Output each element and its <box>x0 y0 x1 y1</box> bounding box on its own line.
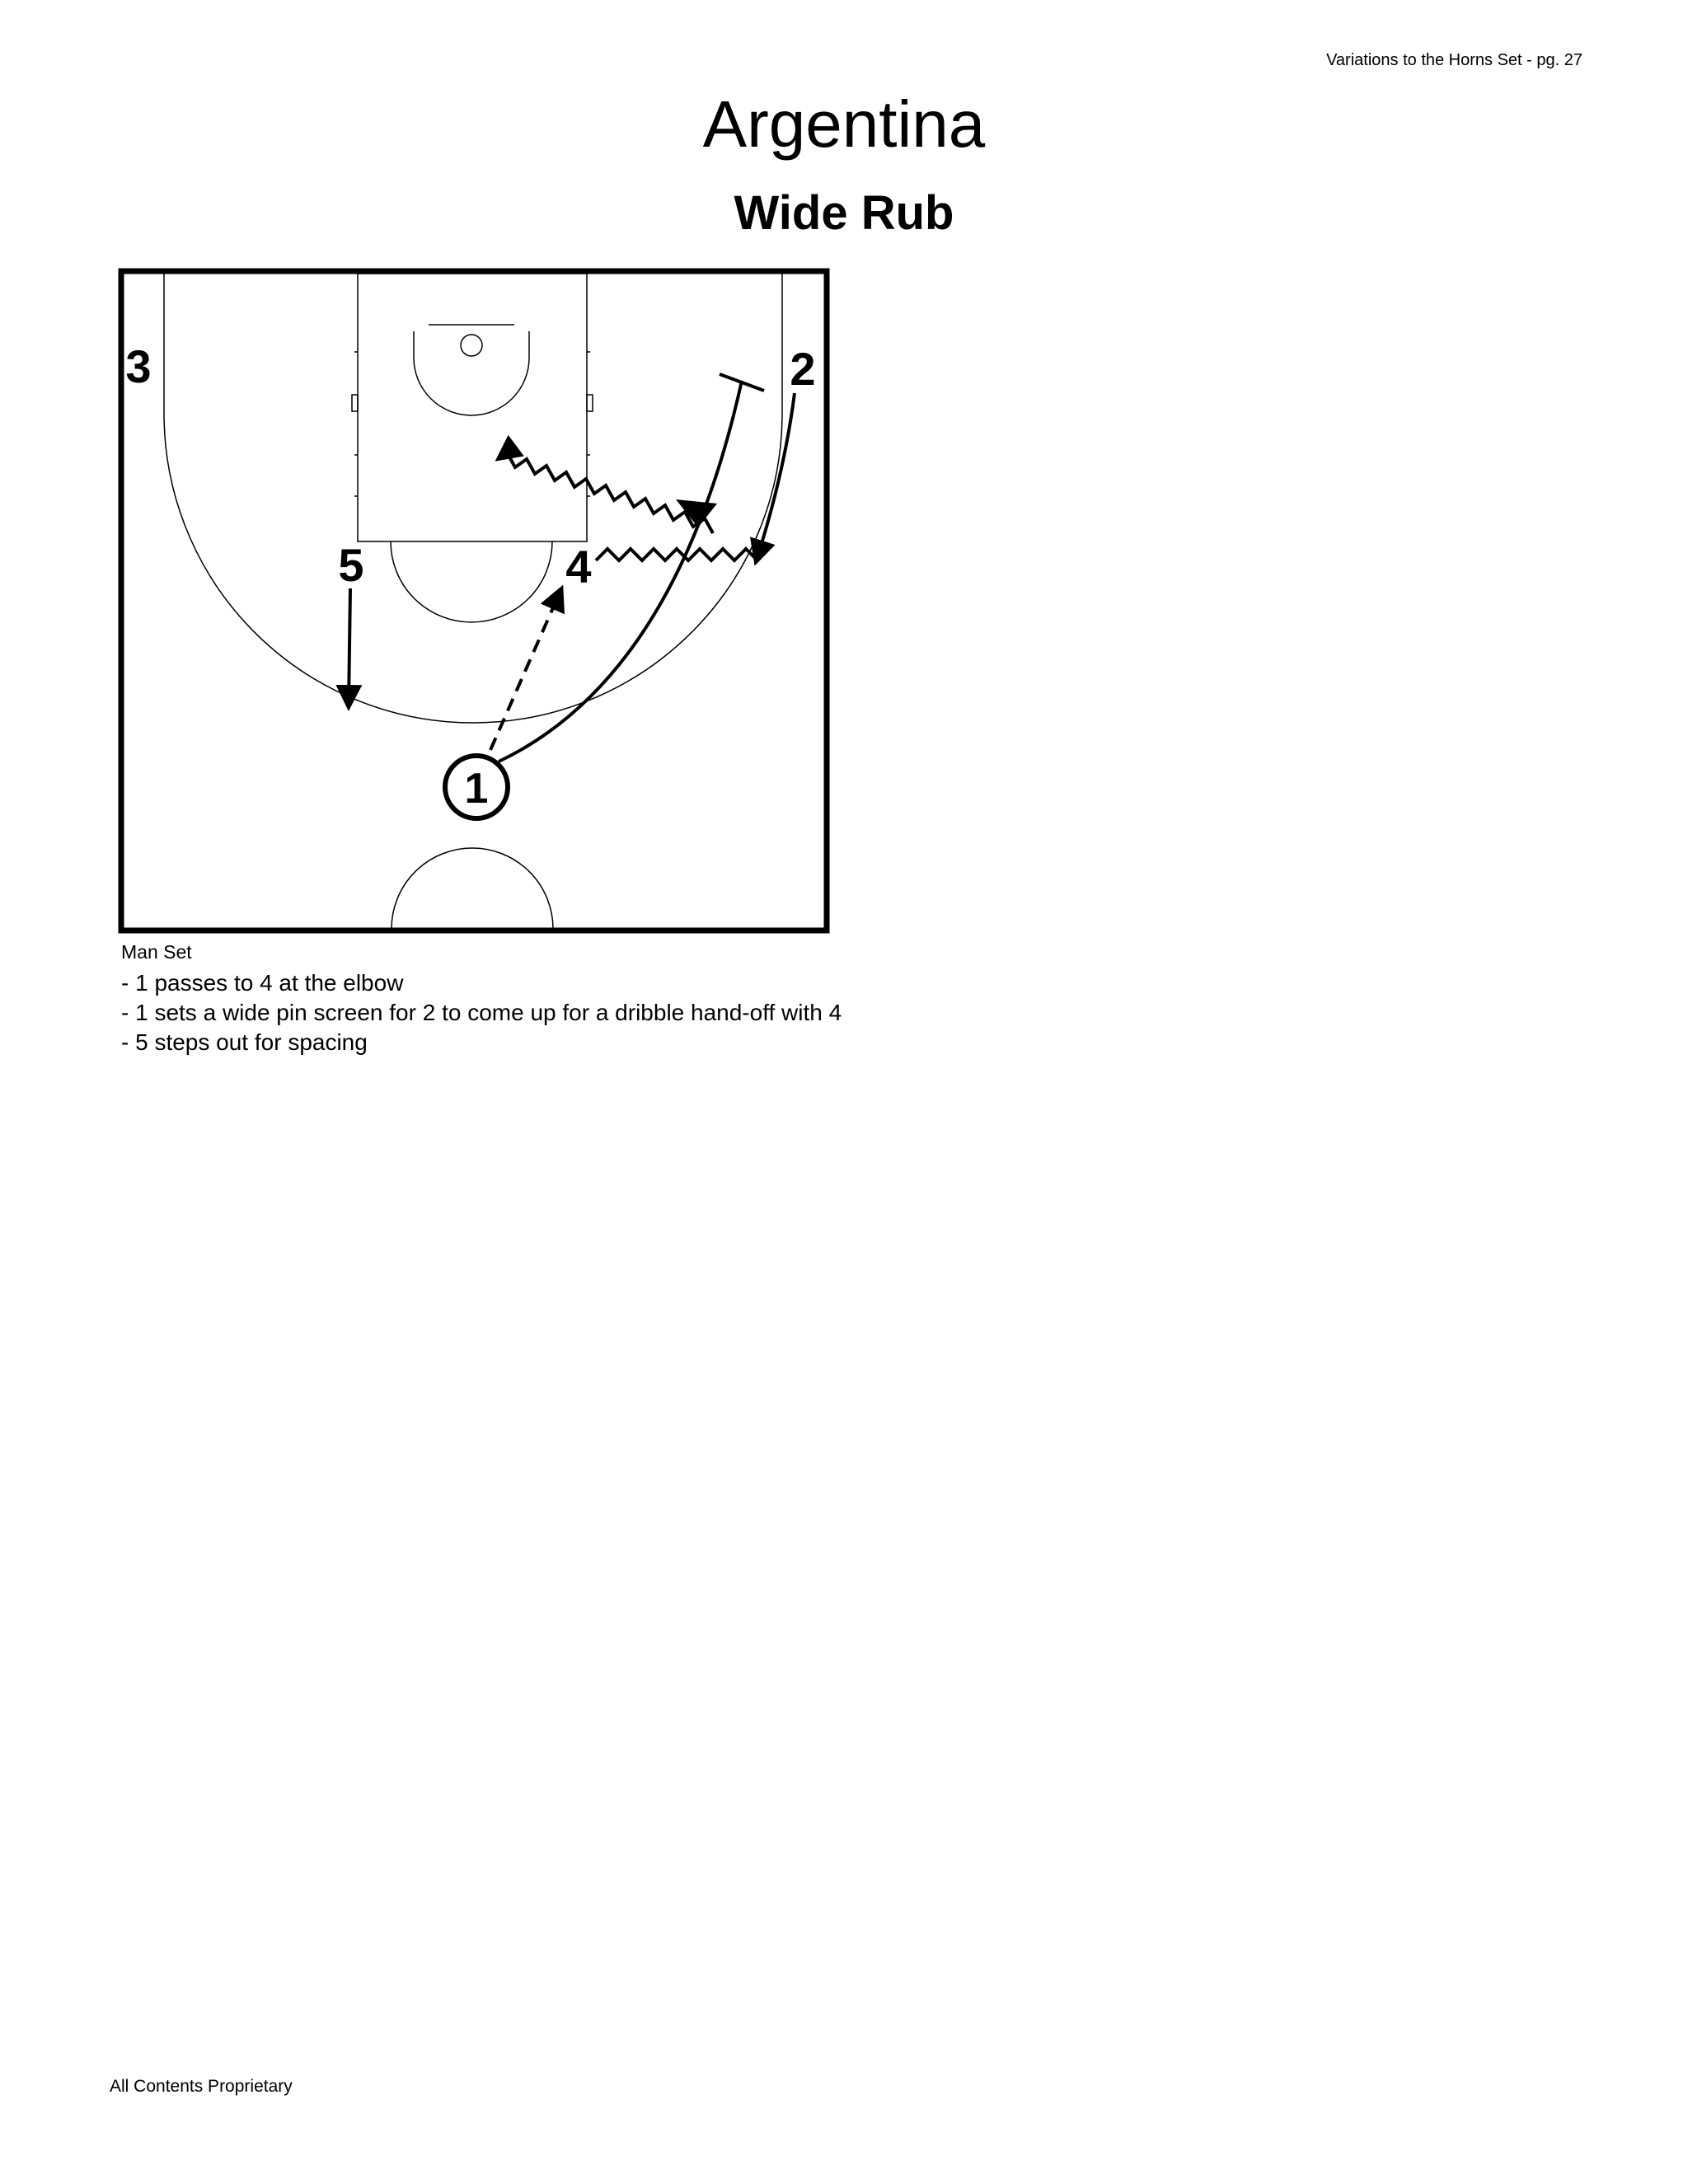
rim <box>460 334 483 357</box>
handoff-arrow-tip <box>676 499 717 527</box>
free-throw-lane <box>357 273 588 542</box>
player-1-circle <box>443 753 510 821</box>
play-step: - 1 passes to 4 at the elbow <box>121 970 404 996</box>
player-4-label: 4 <box>565 541 591 593</box>
cut-arrow-2 <box>750 392 796 566</box>
play-description: Man Set - 1 passes to 4 at the elbow - 1… <box>121 941 863 1057</box>
play-subtitle: Wide Rub <box>734 186 954 240</box>
dribble-path-4-to-2 <box>594 546 759 563</box>
pass-arrow-1-to-4 <box>489 584 565 751</box>
center-circle <box>391 847 554 930</box>
dribble-path-2-to-rim <box>495 434 715 534</box>
page-title: Argentina <box>702 87 986 161</box>
court-boundary <box>118 268 830 934</box>
screen-path-1 <box>498 380 743 763</box>
lane-block <box>351 394 359 412</box>
player-1-label: 1 <box>465 765 489 813</box>
player-3-label: 3 <box>125 340 151 392</box>
free-throw-circle <box>390 541 553 623</box>
screen-bar <box>719 373 765 392</box>
restricted-area <box>413 331 530 416</box>
lane-block <box>586 394 593 412</box>
play-step: - 5 steps out for spacing <box>121 1029 368 1055</box>
footer-text: All Contents Proprietary <box>110 2077 293 2096</box>
set-type-label: Man Set <box>121 941 192 963</box>
page-header-note: Variations to the Horns Set - pg. 27 <box>1326 51 1582 69</box>
three-point-line <box>163 274 783 724</box>
player-5-label: 5 <box>338 539 363 591</box>
player-2-label: 2 <box>790 343 815 395</box>
cut-arrow-5 <box>335 588 363 711</box>
play-step: - 1 sets a wide pin screen for 2 to come… <box>121 1000 842 1025</box>
court-diagram: 1 2 3 4 5 <box>118 268 830 934</box>
